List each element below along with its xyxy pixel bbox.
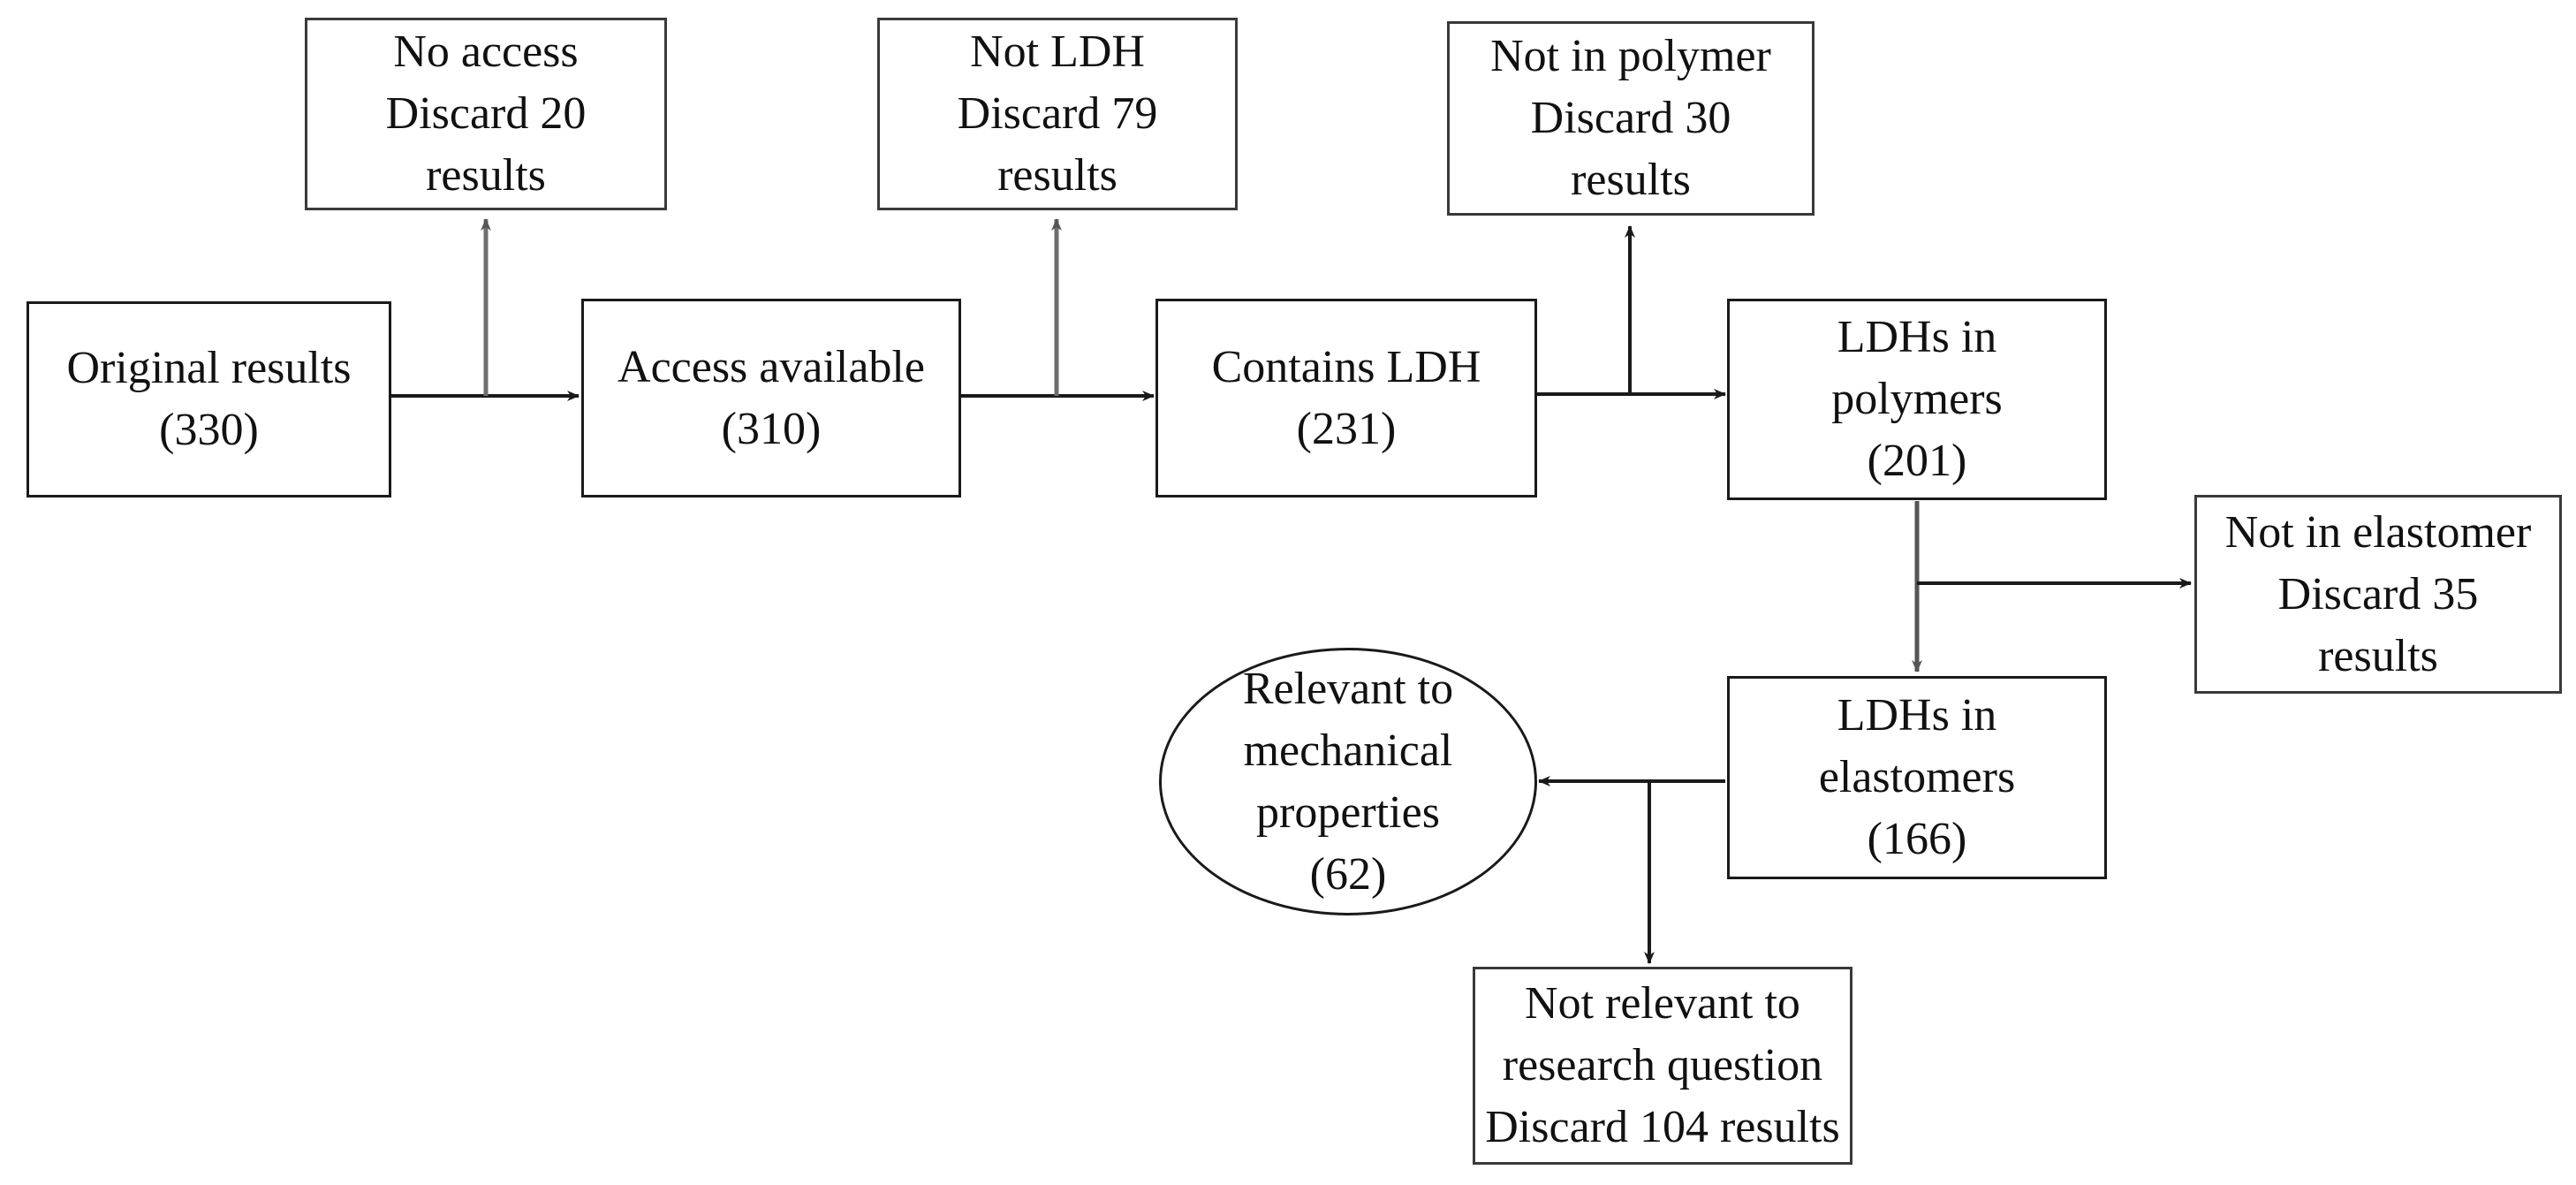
- access-available-box: Access available (310): [581, 299, 961, 498]
- not-in-elastomer-box: Not in elastomer Discard 35 results: [2194, 495, 2562, 694]
- not-in-polymer-label: Not in polymer Discard 30 results: [1490, 26, 1771, 211]
- not-ldh-line1: Not LDH: [970, 27, 1145, 77]
- not-ldh-line3: results: [997, 150, 1118, 201]
- original-results-label: Original results (330): [66, 338, 351, 461]
- access-available-count: (310): [721, 403, 822, 454]
- ldhs-in-elastomers-box: LDHs in elastomers (166): [1727, 676, 2107, 879]
- contains-ldh-label: Contains LDH (231): [1212, 337, 1481, 460]
- ldhs-in-elastomers-count: (166): [1867, 814, 1967, 864]
- relevant-mechanical-label: Relevant to mechanical properties (62): [1243, 658, 1453, 906]
- no-access-box: No access Discard 20 results: [305, 18, 667, 210]
- no-access-label: No access Discard 20 results: [386, 21, 587, 207]
- not-in-polymer-line1: Not in polymer: [1490, 31, 1771, 81]
- relevant-line3: properties: [1256, 786, 1440, 838]
- ldhs-in-polymers-line2: polymers: [1831, 374, 2003, 424]
- access-available-label: Access available (310): [617, 337, 925, 460]
- not-in-elastomer-label: Not in elastomer Discard 35 results: [2225, 502, 2532, 687]
- ldhs-in-elastomers-label: LDHs in elastomers (166): [1819, 685, 2015, 870]
- access-available-title: Access available: [617, 341, 925, 392]
- not-relevant-line2: research question: [1502, 1040, 1823, 1090]
- not-relevant-line1: Not relevant to: [1525, 978, 1800, 1029]
- no-access-line2: Discard 20: [385, 88, 587, 139]
- ldhs-in-elastomers-line2: elastomers: [1818, 752, 2016, 802]
- relevant-mechanical-oval: Relevant to mechanical properties (62): [1159, 648, 1537, 915]
- not-ldh-label: Not LDH Discard 79 results: [958, 21, 1158, 207]
- not-ldh-box: Not LDH Discard 79 results: [877, 18, 1238, 210]
- not-in-polymer-line3: results: [1571, 155, 1691, 205]
- ldhs-in-polymers-line1: LDHs in: [1837, 312, 1997, 362]
- not-in-polymer-box: Not in polymer Discard 30 results: [1447, 21, 1815, 216]
- ldhs-in-elastomers-line1: LDHs in: [1837, 690, 1997, 741]
- no-access-line1: No access: [393, 27, 579, 77]
- ldhs-in-polymers-count: (201): [1867, 436, 1967, 486]
- not-ldh-line2: Discard 79: [957, 88, 1158, 139]
- not-relevant-line3: Discard 104 results: [1485, 1102, 1840, 1152]
- ldhs-in-polymers-box: LDHs in polymers (201): [1727, 299, 2107, 500]
- contains-ldh-box: Contains LDH (231): [1155, 299, 1537, 498]
- no-access-line3: results: [426, 150, 546, 201]
- original-results-box: Original results (330): [27, 301, 391, 498]
- relevant-line1: Relevant to: [1242, 663, 1454, 714]
- relevant-line2: mechanical: [1243, 725, 1453, 776]
- relevant-count: (62): [1309, 848, 1387, 900]
- not-in-elastomer-line3: results: [2318, 630, 2438, 681]
- contains-ldh-title: Contains LDH: [1211, 341, 1481, 392]
- not-relevant-label: Not relevant to research question Discar…: [1485, 973, 1839, 1158]
- ldhs-in-polymers-label: LDHs in polymers (201): [1831, 307, 2003, 492]
- not-relevant-box: Not relevant to research question Discar…: [1473, 967, 1852, 1165]
- not-in-elastomer-line1: Not in elastomer: [2224, 506, 2532, 558]
- not-in-polymer-line2: Discard 30: [1530, 93, 1731, 143]
- not-in-elastomer-line2: Discard 35: [2277, 568, 2479, 619]
- original-results-count: (330): [159, 405, 259, 455]
- original-results-title: Original results: [66, 343, 352, 393]
- contains-ldh-count: (231): [1296, 403, 1397, 454]
